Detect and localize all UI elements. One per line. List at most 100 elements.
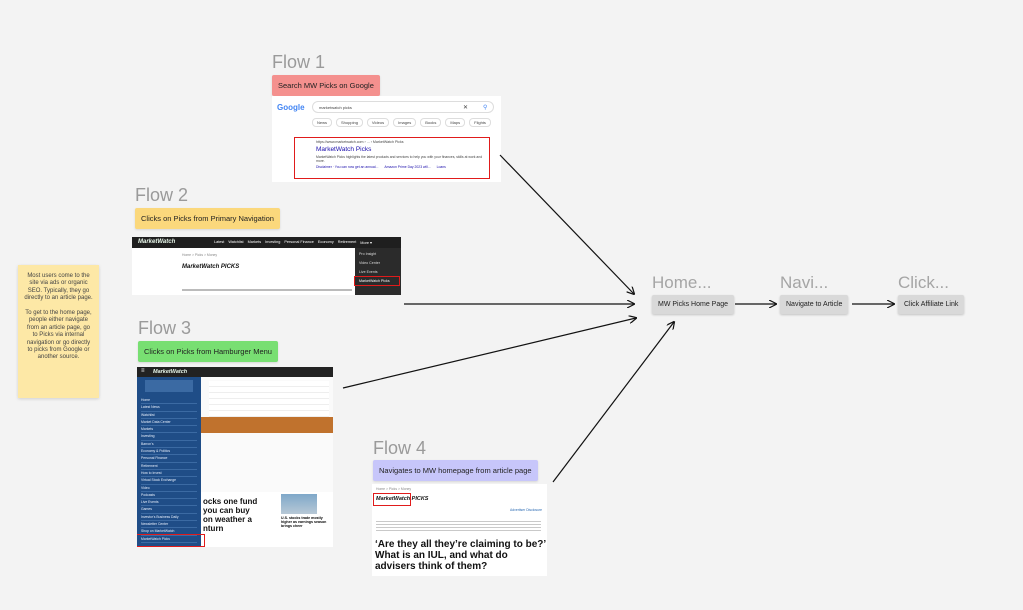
breadcrumb: Home > Picks > Money (182, 253, 218, 257)
tab-images[interactable]: Images (393, 118, 417, 127)
hamburger-menu-item[interactable]: Retirement (141, 463, 197, 470)
hamburger-menu-item[interactable]: MarketWatch Picks (141, 536, 197, 543)
dropdown-item-picks[interactable]: MarketWatch Picks (359, 279, 390, 283)
menu-header (145, 380, 193, 392)
flow-1-label[interactable]: Search MW Picks on Google (272, 75, 380, 96)
nav-item[interactable]: Markets (247, 240, 262, 244)
market-table (209, 381, 329, 417)
hamburger-menu-item[interactable]: Shop on MarketWatch (141, 528, 197, 536)
flow-4-label[interactable]: Navigates to MW homepage from article pa… (373, 460, 538, 481)
flow-1-title: Flow 1 (272, 52, 326, 72)
dropdown-item[interactable]: Live Events (359, 270, 378, 274)
dropdown-item[interactable]: Pro Insight (359, 252, 377, 256)
hamburger-menu-item[interactable]: Watchlist (141, 412, 197, 419)
hamburger-menu-item[interactable]: Live Events (141, 499, 197, 507)
article-page-screenshot: Home > Picks > Money MarketWatch PICKS A… (372, 484, 547, 576)
tab-news[interactable]: News (312, 118, 333, 127)
stage-title-home: Home... (652, 273, 712, 292)
hamburger-menu-item[interactable]: Barron's (141, 441, 197, 449)
headline-b[interactable]: U.S. stocks trade mostly higher as earni… (281, 516, 327, 529)
headline-block: ocks one fund you can buy on weather a n… (201, 492, 333, 547)
nav-item[interactable]: Personal Finance (284, 240, 314, 244)
hamburger-menu-item[interactable]: Games (141, 506, 197, 514)
nav-item[interactable]: Watchlist (228, 240, 244, 244)
advertiser-disclosure-link[interactable]: Advertiser Disclosure (510, 508, 543, 512)
hamburger-menu-item[interactable]: How to Invest (141, 470, 197, 478)
hamburger-menu-item[interactable]: Market Data Center (141, 419, 197, 427)
flow-3-title: Flow 3 (138, 318, 192, 338)
content-area: ocks one fund you can buy on weather a n… (201, 377, 333, 547)
hamburger-menu-item[interactable]: Newsletter Center (141, 521, 197, 529)
highlight-box (373, 493, 411, 506)
flow-4-title: Flow 4 (373, 438, 427, 458)
nav-more[interactable]: More ▾ (360, 241, 372, 245)
more-dropdown: Pro Insight Video Center Live Events Mar… (355, 248, 401, 295)
arrow-flow4 (552, 322, 674, 483)
sticky-note: Most users come to the site via ads or o… (18, 265, 99, 398)
tab-videos[interactable]: Videos (366, 118, 390, 127)
flow-3-label[interactable]: Clicks on Picks from Hamburger Menu (138, 341, 278, 362)
search-result: https://www.marketwatch.com › ... › Mark… (316, 140, 486, 169)
hamburger-menu-item[interactable]: Economy & Politics (141, 448, 197, 456)
headline-a[interactable]: ocks one fund you can buy on weather a n… (203, 497, 258, 533)
picks-logo: MarketWatch PICKS (182, 264, 240, 270)
nav-bar: MarketWatch Latest Watchlist Markets Inv… (132, 237, 401, 248)
hamburger-menu-item[interactable]: Podcasts (141, 492, 197, 500)
mw-picks-home-page-node[interactable]: MW Picks Home Page (652, 295, 735, 314)
hamburger-menu-item[interactable]: Latest News (141, 404, 197, 412)
marketwatch-logo: MarketWatch (153, 369, 188, 375)
hamburger-menu-item[interactable]: Home (141, 397, 197, 405)
hamburger-menu-item[interactable]: Investing (141, 433, 197, 441)
close-icon[interactable]: ✕ (463, 105, 469, 111)
arrow-flow1 (499, 154, 634, 294)
menu-icon[interactable]: ≡ (141, 368, 145, 374)
nav-item[interactable]: Economy (317, 240, 334, 244)
flow-2-title: Flow 2 (135, 185, 189, 205)
result-title[interactable]: MarketWatch Picks (316, 146, 372, 153)
picks-logo[interactable]: MarketWatch PICKS (376, 496, 429, 502)
hamburger-menu-item[interactable]: Video (141, 485, 197, 492)
result-sitelink[interactable]: Loans (436, 165, 446, 170)
google-search-box[interactable]: marketwatch picks ✕ ⚲ (312, 101, 494, 113)
banner (201, 417, 333, 433)
primary-nav-screenshot: MarketWatch Latest Watchlist Markets Inv… (132, 237, 401, 295)
nav-item[interactable]: Investing (265, 240, 281, 244)
flow-2-label[interactable]: Clicks on Picks from Primary Navigation (135, 208, 280, 229)
tab-shopping[interactable]: Shopping (336, 118, 363, 127)
marketwatch-logo: MarketWatch (138, 239, 176, 245)
search-query: marketwatch picks (319, 105, 352, 110)
click-affiliate-link-node[interactable]: Click Affiliate Link (898, 295, 965, 314)
highlight-box (294, 137, 490, 179)
tab-books[interactable]: Books (420, 118, 442, 127)
hamburger-menu-item[interactable]: Investor's Business Daily (141, 514, 197, 522)
navigate-to-article-node[interactable]: Navigate to Article (780, 295, 849, 314)
arrow-flow3 (342, 318, 636, 389)
google-tabs: News Shopping Videos Images Books Maps F… (312, 118, 491, 127)
result-sitelink[interactable]: Amazon Prime Day 2023 will... (384, 165, 431, 170)
stage-title-click: Click... (898, 273, 949, 292)
search-icon[interactable]: ⚲ (483, 105, 488, 111)
top-bar: ≡ MarketWatch (137, 367, 333, 377)
headline-image (281, 494, 317, 514)
dropdown-item[interactable]: Video Center (359, 261, 380, 265)
google-results-screenshot: Google marketwatch picks ✕ ⚲ News Shoppi… (272, 96, 501, 182)
article-headline[interactable]: ‘Are they all they’re claiming to be?’ W… (375, 539, 546, 572)
nav-item[interactable]: Latest (214, 240, 225, 244)
result-url: https://www.marketwatch.com › ... › Mark… (316, 140, 404, 144)
result-sitelink[interactable]: Disclaimer · You can now get an annual..… (316, 165, 379, 170)
hamburger-menu-screenshot: ≡ MarketWatch ocks one fund you can buy … (137, 367, 333, 547)
nav-item[interactable]: Retirement (337, 240, 357, 244)
tab-maps[interactable]: Maps (445, 118, 466, 127)
hamburger-menu-item[interactable]: Markets (141, 426, 197, 434)
breadcrumb[interactable]: Home > Picks > Money (376, 487, 412, 491)
result-snippet: MarketWatch Picks highlights the latest … (316, 155, 483, 164)
tab-flights[interactable]: Flights (469, 118, 491, 127)
body-text-line (182, 289, 352, 291)
hamburger-menu-item[interactable]: Virtual Stock Exchange (141, 477, 197, 485)
stage-title-navigate: Navi... (780, 273, 829, 292)
body-text (376, 519, 541, 531)
hamburger-menu-item[interactable]: Personal Finance (141, 455, 197, 463)
highlight-box (137, 534, 205, 547)
